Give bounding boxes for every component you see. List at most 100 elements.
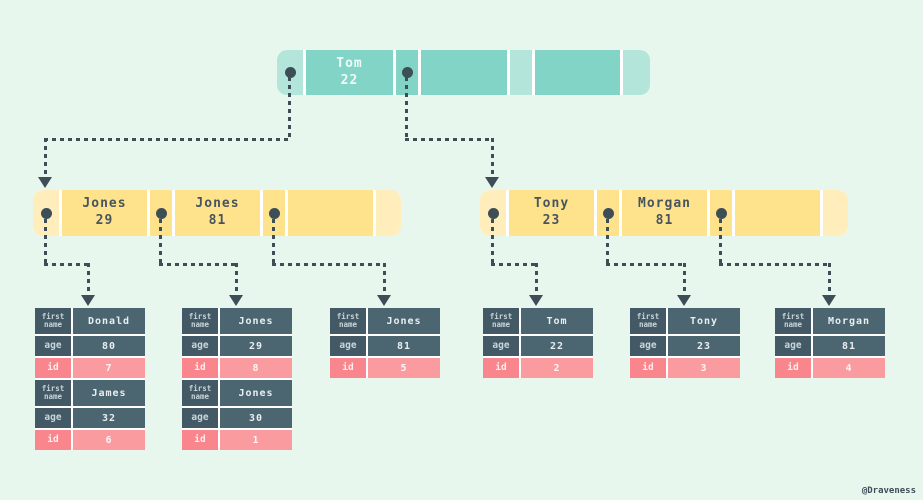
connector-r1-v1 bbox=[491, 219, 494, 263]
pointer-dot bbox=[401, 67, 413, 78]
row-value: 29 bbox=[220, 336, 292, 356]
key-age: 29 bbox=[95, 213, 114, 228]
right-pointer-cell-3 bbox=[710, 190, 732, 236]
arrowhead-down-icon bbox=[229, 295, 243, 306]
arrowhead-down-icon bbox=[529, 295, 543, 306]
row-label: age bbox=[483, 336, 519, 356]
key-name: Jones bbox=[82, 196, 127, 212]
record-row-age: age 81 bbox=[775, 336, 885, 356]
record-row-id: id 5 bbox=[330, 358, 440, 378]
connector-root-right-v2 bbox=[491, 138, 494, 178]
row-label: id bbox=[775, 358, 811, 378]
connector-l2-h bbox=[159, 263, 238, 266]
row-value: James bbox=[73, 380, 145, 406]
key-name: Jones bbox=[195, 196, 240, 212]
row-value: Jones bbox=[220, 380, 292, 406]
pointer-dot bbox=[268, 207, 280, 219]
connector-root-left-h bbox=[44, 138, 291, 141]
connector-r3-h bbox=[719, 263, 831, 266]
connector-r2-h bbox=[606, 263, 685, 266]
connector-r2-v2 bbox=[683, 263, 686, 296]
root-pointer-cell-3-empty bbox=[510, 50, 532, 95]
key-name: Morgan bbox=[638, 196, 691, 212]
row-label: age bbox=[35, 408, 71, 428]
row-value: 4 bbox=[813, 358, 885, 378]
row-value: 7 bbox=[73, 358, 145, 378]
key-age: 81 bbox=[655, 213, 674, 228]
row-label: age bbox=[630, 336, 666, 356]
record-row-id: id 2 bbox=[483, 358, 593, 378]
pointer-dot bbox=[155, 207, 167, 219]
record-row-id: id 6 bbox=[35, 430, 145, 450]
row-value: 6 bbox=[73, 430, 145, 450]
row-value: 5 bbox=[368, 358, 440, 378]
row-label: id bbox=[182, 358, 218, 378]
pointer-dot bbox=[715, 207, 727, 219]
record-row-age: age 30 bbox=[182, 408, 292, 428]
pointer-dot bbox=[40, 207, 52, 219]
key-age: 22 bbox=[340, 72, 359, 88]
record-row-age: age 29 bbox=[182, 336, 292, 356]
row-value: 1 bbox=[220, 430, 292, 450]
root-key-empty-2 bbox=[535, 50, 620, 95]
row-label: age bbox=[775, 336, 811, 356]
row-label: id bbox=[330, 358, 366, 378]
row-value: 3 bbox=[668, 358, 740, 378]
key-name: Tom bbox=[336, 55, 363, 71]
row-value: 81 bbox=[813, 336, 885, 356]
connector-r3-v1 bbox=[719, 219, 722, 263]
connector-root-right-h bbox=[405, 138, 493, 141]
record-row-id: id 1 bbox=[182, 430, 292, 450]
internal-node-left: Jones 29 Jones 81 bbox=[33, 190, 401, 236]
row-value: Tom bbox=[521, 308, 593, 334]
record-row-age: age 22 bbox=[483, 336, 593, 356]
row-value: 32 bbox=[73, 408, 145, 428]
row-label: id bbox=[483, 358, 519, 378]
row-label: age bbox=[182, 336, 218, 356]
right-end-cap bbox=[823, 190, 848, 236]
left-key-jones81: Jones 81 bbox=[175, 190, 260, 236]
row-value: Tony bbox=[668, 308, 740, 334]
left-pointer-cell-3 bbox=[263, 190, 285, 236]
left-key-empty bbox=[288, 190, 373, 236]
row-label: age bbox=[182, 408, 218, 428]
pointer-dot bbox=[602, 207, 614, 219]
connector-l3-v1 bbox=[272, 219, 275, 263]
row-value: 81 bbox=[368, 336, 440, 356]
row-value: 80 bbox=[73, 336, 145, 356]
record-row-id: id 3 bbox=[630, 358, 740, 378]
connector-l3-h bbox=[272, 263, 386, 266]
right-key-tony23: Tony 23 bbox=[509, 190, 594, 236]
arrowhead-down-icon bbox=[485, 177, 499, 188]
right-key-morgan81: Morgan 81 bbox=[622, 190, 707, 236]
row-label: id bbox=[35, 430, 71, 450]
connector-l2-v1 bbox=[159, 219, 162, 263]
row-value: Morgan bbox=[813, 308, 885, 334]
row-value: 22 bbox=[521, 336, 593, 356]
row-label: id bbox=[630, 358, 666, 378]
root-key-tom: Tom 22 bbox=[306, 50, 393, 95]
record-row-id: id 8 bbox=[182, 358, 292, 378]
root-pointer-cell-2 bbox=[396, 50, 418, 95]
row-label: age bbox=[330, 336, 366, 356]
record-row-age: age 80 bbox=[35, 336, 145, 356]
arrowhead-down-icon bbox=[377, 295, 391, 306]
